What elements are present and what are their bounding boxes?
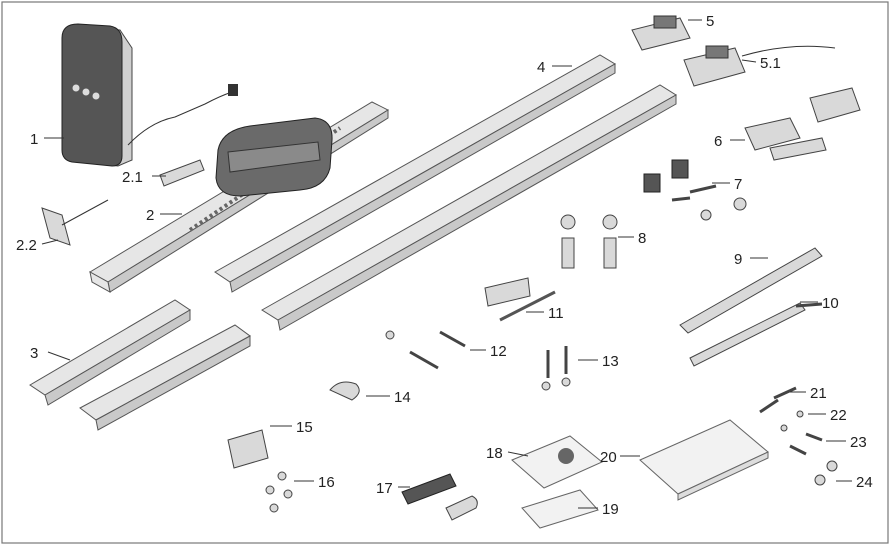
part-19-document [521, 489, 599, 529]
part-4-rails [214, 54, 677, 331]
label-8: 8 [638, 230, 646, 247]
part-2-drive-rail [89, 101, 390, 293]
part-20-manual [639, 419, 769, 501]
label-11: 11 [548, 305, 564, 322]
part-17-remote [401, 473, 478, 521]
part-5-carriage [631, 15, 691, 51]
part-18-document [511, 435, 603, 489]
part-7-bolts [643, 159, 747, 221]
part-24-nuts [814, 460, 838, 486]
part-2-1-bracket [159, 159, 205, 187]
label-6: 6 [714, 133, 722, 150]
label-2-1: 2.1 [122, 169, 143, 186]
label-10: 10 [822, 295, 839, 312]
part-13-pins [541, 346, 571, 391]
label-16: 16 [318, 474, 335, 491]
part-8-bolts [560, 214, 618, 269]
part-22-washers [780, 410, 804, 432]
label-2-2: 2.2 [16, 237, 37, 254]
label-22: 22 [830, 407, 847, 424]
part-11-bracket [484, 277, 556, 322]
label-19: 19 [602, 501, 619, 518]
label-3: 3 [30, 345, 38, 362]
part-12-screws [385, 330, 466, 370]
label-14: 14 [394, 389, 411, 406]
label-7: 7 [734, 176, 742, 193]
part-6-guides [744, 87, 861, 161]
label-15: 15 [296, 419, 313, 436]
part-16-screws [265, 471, 293, 513]
part-10-arm [689, 302, 823, 367]
label-18: 18 [486, 445, 503, 462]
label-2: 2 [146, 207, 154, 224]
label-4: 4 [537, 59, 545, 76]
label-12: 12 [490, 343, 507, 360]
part-14-handle [329, 381, 360, 401]
part-15-bracket [227, 429, 269, 469]
label-5: 5 [706, 13, 714, 30]
label-20: 20 [600, 449, 617, 466]
part-2-2-bracket [41, 199, 109, 246]
label-23: 23 [850, 434, 867, 451]
label-1: 1 [30, 131, 38, 148]
label-24: 24 [856, 474, 873, 491]
label-21: 21 [810, 385, 827, 402]
part-5-1-carriage [683, 45, 836, 87]
leader-lines [41, 19, 852, 509]
label-9: 9 [734, 251, 742, 268]
label-13: 13 [602, 353, 619, 370]
part-23-screws [789, 432, 823, 456]
part-21-anchors [759, 386, 797, 414]
part-3-rails [29, 299, 251, 431]
part-1-control-unit [61, 23, 238, 167]
label-5-1: 5.1 [760, 55, 781, 72]
part-9-bar [679, 247, 823, 334]
label-17: 17 [376, 480, 393, 497]
